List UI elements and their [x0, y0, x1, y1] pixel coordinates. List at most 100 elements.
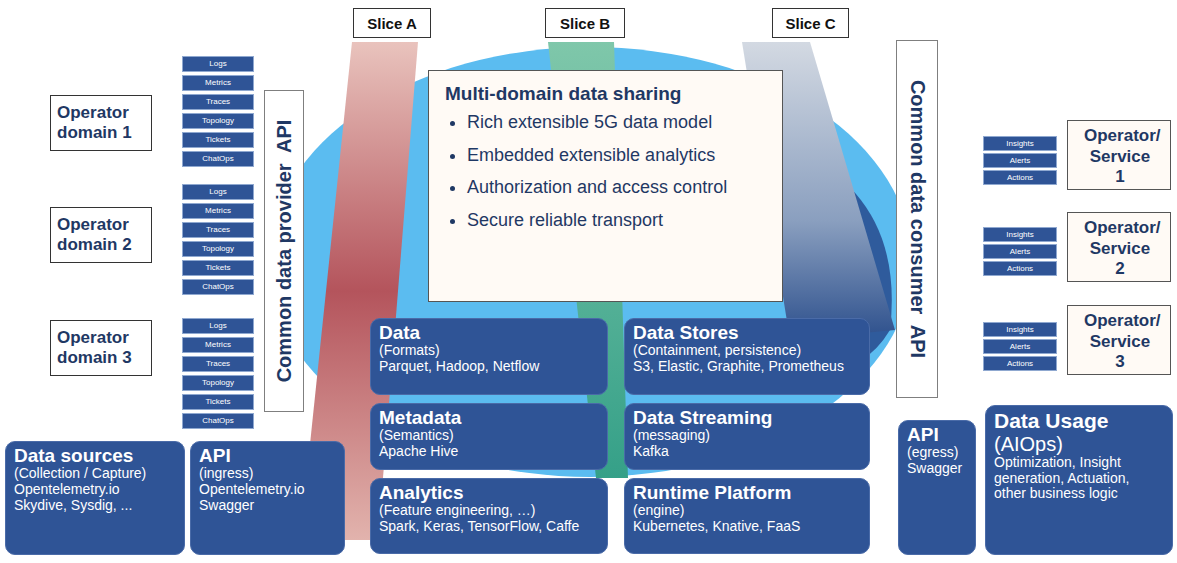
data-type-chip: Tickets — [182, 260, 254, 276]
box-heading: Data — [379, 322, 599, 343]
box-text: Spark, Keras, TensorFlow, Caffe — [379, 519, 599, 535]
box-text: Authorization and access control — [467, 176, 768, 199]
box-heading: Topology — [202, 379, 234, 387]
box-heading: Tickets — [205, 398, 230, 406]
component-box: Data Usage(AIOps)Optimization, Insight g… — [985, 405, 1173, 555]
data-type-chip: Metrics — [182, 337, 254, 353]
data-type-chip: Logs — [182, 318, 254, 334]
box-heading: Actions — [1007, 174, 1033, 182]
box-heading: Alerts — [1010, 248, 1030, 256]
data-type-chip: Actions — [983, 170, 1057, 185]
box-text: Opentelemetry.io — [14, 482, 176, 498]
operator-box: Operator domain 1 — [50, 95, 152, 151]
api-bar: Common data consumer API — [896, 40, 938, 398]
operator-box: Operator domain 2 — [50, 207, 152, 263]
box-text: (ingress) — [199, 466, 336, 482]
box-text: S3, Elastic, Graphite, Prometheus — [633, 359, 861, 375]
box-heading: Metrics — [205, 79, 231, 87]
box-heading: Traces — [206, 360, 230, 368]
slice-label: Slice A — [353, 8, 431, 38]
box-heading: Operator domain 1 — [57, 103, 145, 144]
data-type-chip: ChatOps — [182, 279, 254, 295]
component-box: Data sources(Collection / Capture)Opente… — [5, 441, 185, 555]
box-heading: Alerts — [1010, 343, 1030, 351]
box-text: (AIOps) — [994, 433, 1164, 455]
data-type-chip: Traces — [182, 94, 254, 110]
box-text: Rich extensible 5G data model — [467, 111, 768, 134]
box-heading: Topology — [202, 117, 234, 125]
box-heading: Actions — [1007, 265, 1033, 273]
data-type-chip: Tickets — [182, 132, 254, 148]
operator-box: Operator/ Service 1 — [1067, 120, 1171, 190]
box-text: Kafka — [633, 444, 861, 460]
box-heading: Topology — [202, 245, 234, 253]
box-heading: Metrics — [205, 341, 231, 349]
box-heading: Logs — [209, 188, 226, 196]
box-heading: Operator/ Service 3 — [1084, 311, 1156, 372]
data-type-chip: Alerts — [983, 339, 1057, 354]
box-heading: API — [907, 424, 967, 445]
data-type-chip: Metrics — [182, 75, 254, 91]
box-heading: Common data consumer API — [906, 80, 929, 358]
box-heading: Data sources — [14, 445, 176, 466]
bullet-list: Rich extensible 5G data modelEmbedded ex… — [445, 111, 768, 231]
box-heading: Metrics — [205, 207, 231, 215]
box-heading: Common data provider API — [273, 120, 296, 383]
data-type-chip: Alerts — [983, 244, 1057, 259]
box-text: Optimization, Insight generation, Actuat… — [994, 455, 1164, 502]
data-type-chip: Actions — [983, 261, 1057, 276]
box-text: (Formats) — [379, 343, 599, 359]
component-box: Analytics(Feature engineering, …)Spark, … — [370, 478, 608, 554]
box-heading: Alerts — [1010, 157, 1030, 165]
data-type-chip: Logs — [182, 56, 254, 72]
box-heading: Slice A — [367, 15, 416, 32]
data-type-chip: Topology — [182, 375, 254, 391]
box-heading: Metadata — [379, 407, 599, 428]
box-heading: Runtime Platform — [633, 482, 861, 503]
box-text: (Collection / Capture) — [14, 466, 176, 482]
data-type-chip: Actions — [983, 356, 1057, 371]
operator-box: Operator/ Service 3 — [1067, 305, 1171, 375]
data-type-chip: Alerts — [983, 153, 1057, 168]
box-heading: Data Streaming — [633, 407, 861, 428]
component-box: Data Stores(Containment, persistence)S3,… — [624, 318, 870, 395]
component-box: Metadata(Semantics)Apache Hive — [370, 403, 608, 470]
box-text: (messaging) — [633, 428, 861, 444]
data-type-chip: ChatOps — [182, 413, 254, 429]
box-heading: Analytics — [379, 482, 599, 503]
box-text: (Semantics) — [379, 428, 599, 444]
data-type-chip: Insights — [983, 322, 1057, 337]
feature-panel: Multi-domain data sharingRich extensible… — [428, 70, 783, 302]
box-text: (engine) — [633, 503, 861, 519]
box-text: (Containment, persistence) — [633, 343, 861, 359]
box-heading: Tickets — [205, 264, 230, 272]
component-box: Runtime Platform(engine)Kubernetes, Knat… — [624, 478, 870, 554]
data-type-chip: Insights — [983, 136, 1057, 151]
box-heading: ChatOps — [202, 283, 234, 291]
box-heading: Slice C — [785, 15, 835, 32]
box-text: Opentelemetry.io — [199, 482, 336, 498]
box-text: Kubernetes, Knative, FaaS — [633, 519, 861, 535]
box-heading: ChatOps — [202, 155, 234, 163]
box-heading: Actions — [1007, 360, 1033, 368]
box-heading: API — [199, 445, 336, 466]
box-heading: Slice B — [560, 15, 610, 32]
box-heading: Multi-domain data sharing — [445, 83, 768, 105]
box-heading: Insights — [1006, 231, 1034, 239]
box-heading: Data Usage — [994, 409, 1164, 433]
data-type-chip: Insights — [983, 227, 1057, 242]
box-text: Secure reliable transport — [467, 209, 768, 232]
operator-box: Operator/ Service 2 — [1067, 212, 1171, 282]
box-heading: Logs — [209, 60, 226, 68]
box-text: Embedded extensible analytics — [467, 144, 768, 167]
data-type-chip: Metrics — [182, 203, 254, 219]
box-heading: Logs — [209, 322, 226, 330]
box-text: (Feature engineering, …) — [379, 503, 599, 519]
box-heading: ChatOps — [202, 417, 234, 425]
component-box: Data Streaming(messaging)Kafka — [624, 403, 870, 470]
api-bar: Common data provider API — [264, 90, 304, 412]
operator-box: Operator domain 3 — [50, 320, 152, 376]
data-type-chip: Traces — [182, 356, 254, 372]
box-heading: Insights — [1006, 140, 1034, 148]
